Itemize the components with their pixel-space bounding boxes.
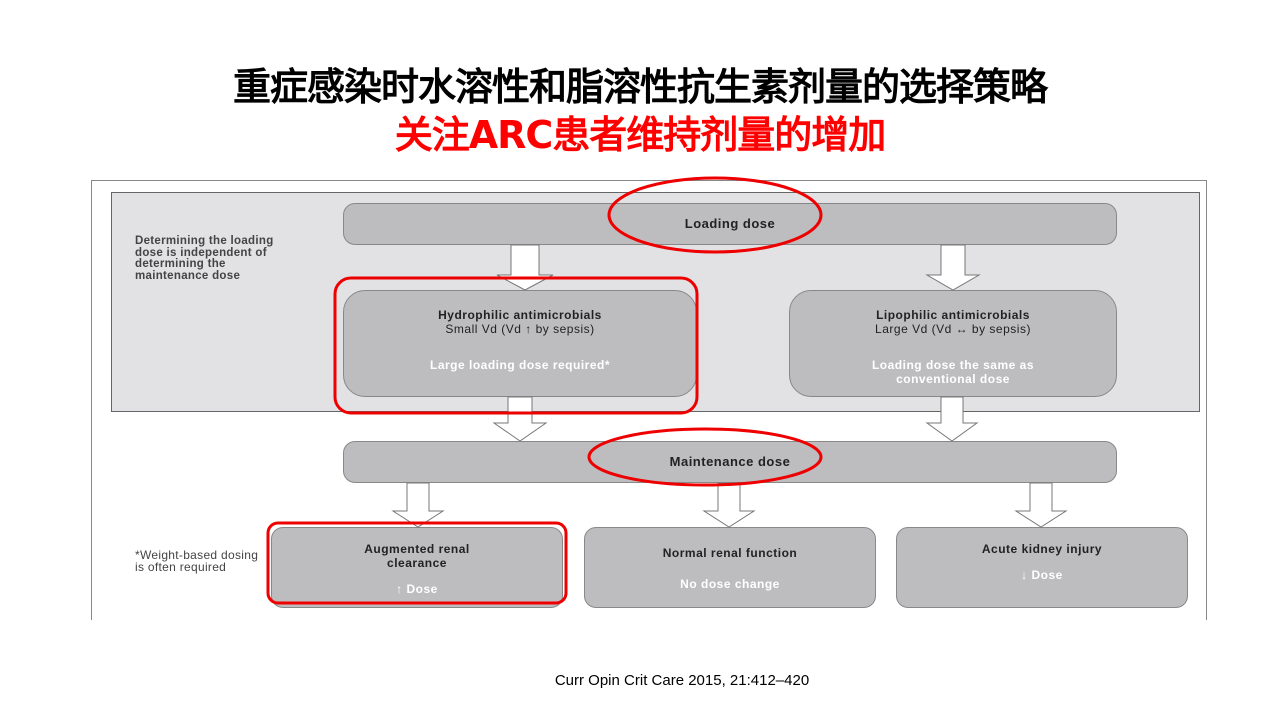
- citation: Curr Opin Crit Care 2015, 21:412–420: [554, 672, 810, 689]
- hydrophilic-box: Hydrophilic antimicrobials Small Vd (Vd …: [343, 290, 697, 397]
- aki-result: ↓ Dose: [1021, 568, 1063, 582]
- maintenance-dose-bar: Maintenance dose: [343, 441, 1117, 483]
- slide-title: 重症感染时水溶性和脂溶性抗生素剂量的选择策略: [232, 65, 1048, 109]
- lipophilic-title: Lipophilic antimicrobials: [876, 308, 1030, 322]
- arc-result: ↑ Dose: [396, 582, 438, 596]
- lipophilic-box: Lipophilic antimicrobials Large Vd (Vd ↔…: [789, 290, 1117, 397]
- arc-box: Augmented renal clearance ↑ Dose: [271, 527, 563, 608]
- slide-subtitle: 关注ARC患者维持剂量的增加: [394, 113, 887, 157]
- lipophilic-sub: Large Vd (Vd ↔ by sepsis): [875, 322, 1031, 336]
- weight-note: *Weight-based dosing is often required: [135, 548, 259, 574]
- normal-title: Normal renal function: [662, 546, 798, 560]
- hydrophilic-result: Large loading dose required*: [429, 358, 611, 372]
- aki-box: Acute kidney injury ↓ Dose: [896, 527, 1188, 608]
- loading-note: Determining the loading dose is independ…: [135, 235, 274, 282]
- aki-title: Acute kidney injury: [981, 542, 1103, 556]
- lipophilic-result: Loading dose the same as conventional do…: [871, 358, 1035, 386]
- loading-dose-bar: Loading dose: [343, 203, 1117, 245]
- arc-title: Augmented renal clearance: [364, 542, 470, 570]
- normal-box: Normal renal function No dose change: [584, 527, 876, 608]
- hydrophilic-sub: Small Vd (Vd ↑ by sepsis): [445, 322, 595, 336]
- hydrophilic-title: Hydrophilic antimicrobials: [438, 308, 602, 322]
- normal-result: No dose change: [680, 577, 780, 591]
